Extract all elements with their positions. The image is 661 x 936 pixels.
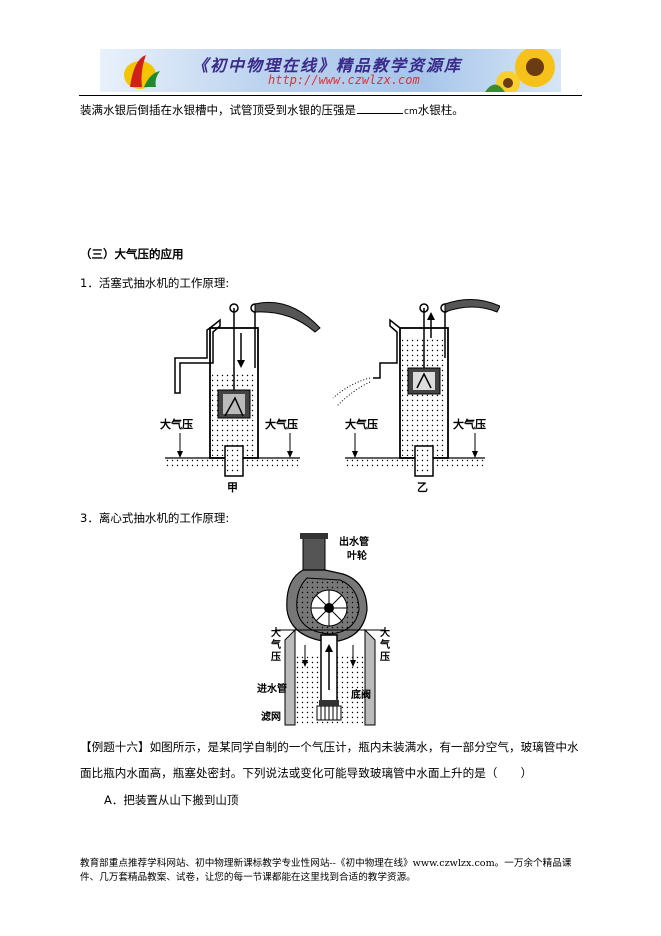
atm-label-jia-left: 大气压 <box>160 417 193 431</box>
centrifugal-atm-right: 大气压 <box>380 628 390 663</box>
example-line-1: 【例题十六】如图所示，是某同学自制的一个气压计，瓶内未装满水，有一部分空气，玻璃… <box>80 740 579 754</box>
label-jia: 甲 <box>227 481 238 494</box>
header-divider <box>79 95 582 96</box>
page-footer: 教育部重点推荐学科网站、初中物理新课标教学专业性网站--《初中物理在线》www.… <box>80 857 590 885</box>
sunflower-icon <box>485 49 555 92</box>
centrifugal-pump-figure: 出水管 叶轮 进水管 底阀 滤网 <box>257 533 385 726</box>
logo-icon <box>124 55 160 89</box>
atm-label-jia-right: 大气压 <box>265 417 298 431</box>
footer-line-1: 教育部重点推荐学科网站、初中物理新课标教学专业性网站--《初中物理在线》www.… <box>80 858 572 869</box>
banner-url: http://www.czwlzx.com <box>268 73 420 87</box>
centrifugal-atm-left: 大气压 <box>271 628 281 663</box>
pump-yi <box>332 299 500 477</box>
label-yi: 乙 <box>417 481 428 494</box>
atm-label-yi-right: 大气压 <box>453 417 486 431</box>
item-3-label: 3．离心式抽水机的工作原理: <box>80 511 230 525</box>
piston-pump-figure: 大气压 大气压 甲 大气压 大气压 乙 <box>160 299 500 494</box>
label-inlet: 进水管 <box>257 682 287 695</box>
footer-line-2: 件、几万套精品教案、试卷，让您的每一节课都能在这里找到合适的教学资源。 <box>80 872 416 883</box>
unit-cm: cm <box>404 107 418 117</box>
label-impeller: 叶轮 <box>347 549 367 562</box>
header-banner: 《初中物理在线》精品教学资源库 http://www.czwlzx.com <box>100 49 561 92</box>
banner-title: 《初中物理在线》精品教学资源库 <box>192 56 463 75</box>
item-1-label: 1．活塞式抽水机的工作原理: <box>80 276 230 290</box>
label-filter: 滤网 <box>261 710 281 723</box>
intro-line: 装满水银后倒插在水银槽中，试管顶受到水银的压强是 cm水银柱。 <box>80 102 464 119</box>
answer-blank[interactable] <box>357 102 403 114</box>
intro-tail: 水银柱。 <box>417 103 464 117</box>
banner-art <box>124 49 555 92</box>
atm-label-yi-left: 大气压 <box>345 417 378 431</box>
label-bottom-valve: 底阀 <box>351 688 371 701</box>
section-heading: （三）大气压的应用 <box>80 247 184 261</box>
pump-jia <box>165 301 321 477</box>
example-line-2: 面比瓶内水面高，瓶塞处密封。下列说法或变化可能导致玻璃管中水面上升的是（ ） <box>80 766 533 780</box>
label-outlet: 出水管 <box>339 535 369 548</box>
option-a: A．把装置从山下搬到山顶 <box>104 793 239 807</box>
intro-text: 装满水银后倒插在水银槽中，试管顶受到水银的压强是 <box>80 103 356 117</box>
